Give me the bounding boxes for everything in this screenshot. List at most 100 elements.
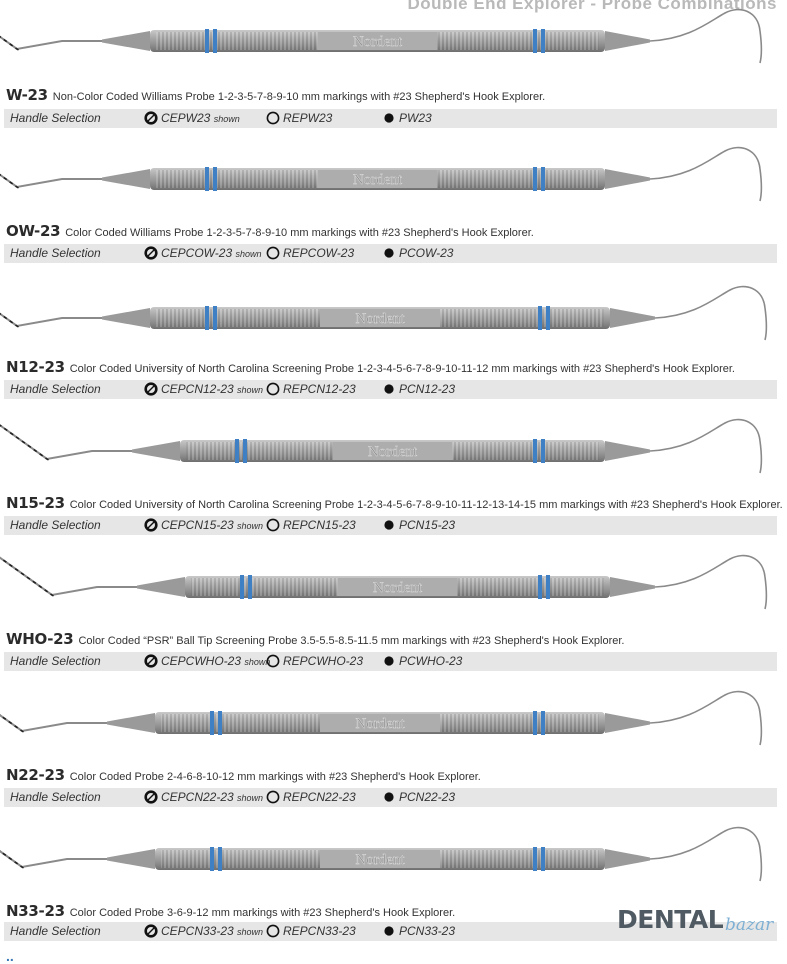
handle-option-note: shown xyxy=(237,927,264,937)
handle-option-code: PCN12-23 xyxy=(399,382,456,396)
handle-option: PCWHO-23 xyxy=(382,654,462,668)
handle-selection-label: Handle Selection xyxy=(10,654,101,668)
product-description: Color Coded Probe 2-4-6-8-10-12 mm marki… xyxy=(69,771,481,783)
handle-option-note: shown xyxy=(237,521,264,531)
textured-ring-icon xyxy=(144,382,161,396)
instrument-image: Nordent xyxy=(0,272,787,352)
handle-option-code: REPCOW-23 xyxy=(283,246,355,260)
handle-option-note: shown xyxy=(213,114,240,124)
open-circle-icon xyxy=(266,518,283,532)
handle-option-note: shown xyxy=(235,249,262,259)
handle-option-note: shown xyxy=(237,793,264,803)
svg-text:Nordent: Nordent xyxy=(355,716,405,732)
handle-option-code: CEPCWHO-23 xyxy=(161,654,242,668)
handle-option: CEPCOW-23 shown xyxy=(144,246,262,260)
handle-option-code: CEPCOW-23 xyxy=(161,246,233,260)
handle-selection-label: Handle Selection xyxy=(10,518,101,532)
handle-selection-label: Handle Selection xyxy=(10,382,101,396)
logo-dental-text: DENTAL xyxy=(617,905,724,934)
open-circle-icon xyxy=(266,246,283,260)
handle-option-code: CEPCN22-23 xyxy=(161,790,234,804)
handle-selection-row: Handle Selection CEPW23 shown REPW23 PW23 xyxy=(4,109,777,128)
product-title: WHO-23 Color Coded “PSR” Ball Tip Screeni… xyxy=(6,630,624,648)
open-circle-icon xyxy=(266,654,283,668)
svg-text:Nordent: Nordent xyxy=(355,852,405,868)
open-circle-icon xyxy=(266,111,283,125)
svg-text:Nordent: Nordent xyxy=(373,580,423,596)
product-code: W-23 xyxy=(6,86,48,104)
textured-ring-icon xyxy=(144,111,161,125)
handle-option: PCN33-23 xyxy=(382,924,455,938)
handle-option-code: REPCN15-23 xyxy=(283,518,356,532)
handle-option-code: PW23 xyxy=(399,111,432,125)
handle-option: REPCWHO-23 xyxy=(266,654,363,668)
textured-ring-icon xyxy=(144,924,161,938)
textured-ring-icon xyxy=(144,654,161,668)
handle-option-code: REPCN22-23 xyxy=(283,790,356,804)
instrument-image: Nordent xyxy=(0,0,787,80)
page-footer-mark: .. xyxy=(6,948,14,964)
handle-option: REPCOW-23 xyxy=(266,246,354,260)
filled-dot-icon xyxy=(382,246,399,260)
handle-option: PCOW-23 xyxy=(382,246,453,260)
handle-option: REPW23 xyxy=(266,111,332,125)
handle-option-code: PCOW-23 xyxy=(399,246,454,260)
dental-instrument-illustration: Nordent xyxy=(0,826,763,882)
instrument-image: Nordent xyxy=(0,816,787,896)
handle-option: CEPCN33-23 shown xyxy=(144,924,263,938)
product-code: WHO-23 xyxy=(6,630,74,648)
handle-option: CEPCN15-23 shown xyxy=(144,518,263,532)
logo-bazar-text: bazar xyxy=(725,915,774,935)
handle-option-code: REPCN12-23 xyxy=(283,382,356,396)
handle-selection-label: Handle Selection xyxy=(10,111,101,125)
dental-instrument-illustration: Nordent xyxy=(0,690,763,746)
filled-dot-icon xyxy=(382,111,399,125)
handle-option: PCN12-23 xyxy=(382,382,455,396)
handle-option: PW23 xyxy=(382,111,432,125)
handle-option-code: PCN22-23 xyxy=(399,790,456,804)
handle-option-code: PCN33-23 xyxy=(399,924,456,938)
textured-ring-icon xyxy=(144,246,161,260)
handle-option: CEPCWHO-23 shown xyxy=(144,654,270,668)
product-description: Color Coded “PSR” Ball Tip Screening Pro… xyxy=(78,635,625,647)
product-description: Color Coded Probe 3-6-9-12 mm markings w… xyxy=(69,907,456,919)
textured-ring-icon xyxy=(144,790,161,804)
handle-option: REPCN33-23 xyxy=(266,924,356,938)
instrument-image: Nordent xyxy=(0,680,787,760)
product-title: OW-23 Color Coded Williams Probe 1-2-3-5-… xyxy=(6,222,534,240)
textured-ring-icon xyxy=(144,518,161,532)
handle-option: REPCN12-23 xyxy=(266,382,356,396)
open-circle-icon xyxy=(266,924,283,938)
dental-instrument-illustration: Nordent xyxy=(0,285,768,341)
handle-selection-label: Handle Selection xyxy=(10,924,101,938)
product-code: N22-23 xyxy=(6,766,65,784)
filled-dot-icon xyxy=(382,382,399,396)
dental-instrument-illustration: Nordent xyxy=(0,554,768,610)
handle-option: CEPW23 shown xyxy=(144,111,240,125)
handle-selection-row: Handle Selection CEPCOW-23 shown REPCOW-23… xyxy=(4,244,777,263)
product-code: N33-23 xyxy=(6,902,65,920)
open-circle-icon xyxy=(266,790,283,804)
handle-selection-row: Handle Selection CEPCN15-23 shown REPCN15-… xyxy=(4,516,777,535)
product-code: OW-23 xyxy=(6,222,61,240)
product-description: Color Coded University of North Carolina… xyxy=(69,499,783,511)
handle-option-code: PCN15-23 xyxy=(399,518,456,532)
instrument-image: Nordent xyxy=(0,408,787,488)
filled-dot-icon xyxy=(382,518,399,532)
page-title: Double End Explorer - Probe Combinations xyxy=(407,0,777,13)
open-circle-icon xyxy=(266,382,283,396)
product-description: Color Coded Williams Probe 1-2-3-5-7-8-9… xyxy=(65,227,534,239)
handle-option: PCN22-23 xyxy=(382,790,455,804)
filled-dot-icon xyxy=(382,790,399,804)
dental-instrument-illustration: Nordent xyxy=(0,8,763,64)
handle-option: REPCN22-23 xyxy=(266,790,356,804)
svg-text:Nordent: Nordent xyxy=(355,311,405,327)
handle-selection-label: Handle Selection xyxy=(10,246,101,260)
dental-instrument-illustration: Nordent xyxy=(0,418,763,474)
